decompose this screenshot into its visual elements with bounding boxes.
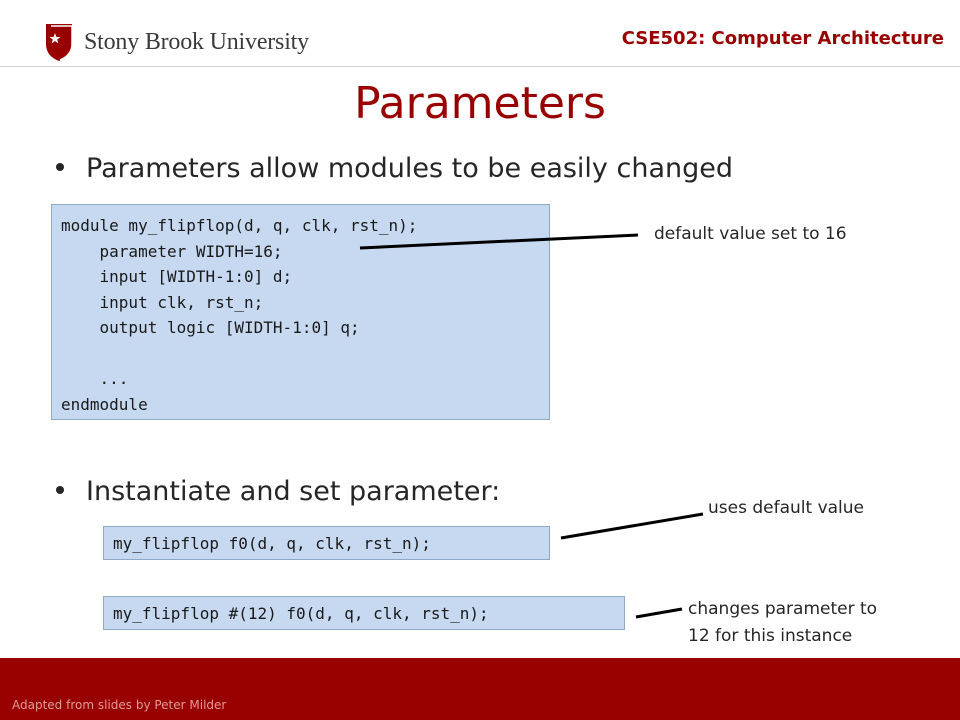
code-line: input clk, rst_n; <box>61 292 264 312</box>
bullet-text: Parameters allow modules to be easily ch… <box>86 153 733 184</box>
bullet-dot-icon <box>56 485 64 494</box>
code-line: module my_flipflop(d, q, clk, rst_n); <box>61 216 418 235</box>
code-block-module: module my_flipflop(d, q, clk, rst_n); pa… <box>51 204 550 420</box>
code-block-default-instance: my_flipflop f0(d, q, clk, rst_n); <box>103 526 550 560</box>
annotation-line: changes parameter to <box>688 599 878 619</box>
course-title: CSE502: Computer Architecture <box>621 28 944 49</box>
bullet-item: Parameters allow modules to be easily ch… <box>56 153 733 184</box>
code-line: ... <box>61 369 129 388</box>
annotation-changes-param: changes parameter to 12 for this instanc… <box>688 596 928 650</box>
header-divider <box>0 66 960 67</box>
footer-credit: Adapted from slides by Peter Milder <box>12 698 227 712</box>
annotation-line: 12 for this instance <box>688 626 853 646</box>
code-line: endmodule <box>61 394 148 414</box>
annotation-uses-default: uses default value <box>708 498 865 518</box>
bullet-dot-icon <box>56 162 64 171</box>
code-line: input [WIDTH-1:0] d; <box>61 267 293 286</box>
connector-line-changes-param <box>635 607 683 619</box>
university-logo: Stony Brook University <box>44 22 309 62</box>
code-line: output logic [WIDTH-1:0] q; <box>61 318 360 337</box>
slide-title: Parameters <box>354 78 606 129</box>
connector-line-uses-default <box>560 512 704 540</box>
footer-bar: Adapted from slides by Peter Milder <box>0 658 960 720</box>
annotation-default-value: default value set to 16 <box>654 224 847 244</box>
bullet-text: Instantiate and set parameter: <box>86 476 501 507</box>
code-block-param-instance: my_flipflop #(12) f0(d, q, clk, rst_n); <box>103 596 625 630</box>
connector-line-default-value <box>359 233 639 250</box>
shield-star-icon <box>46 24 73 61</box>
code-line: parameter WIDTH=16; <box>61 241 283 261</box>
university-name: Stony Brook University <box>84 28 309 55</box>
bullet-item: Instantiate and set parameter: <box>56 476 500 507</box>
